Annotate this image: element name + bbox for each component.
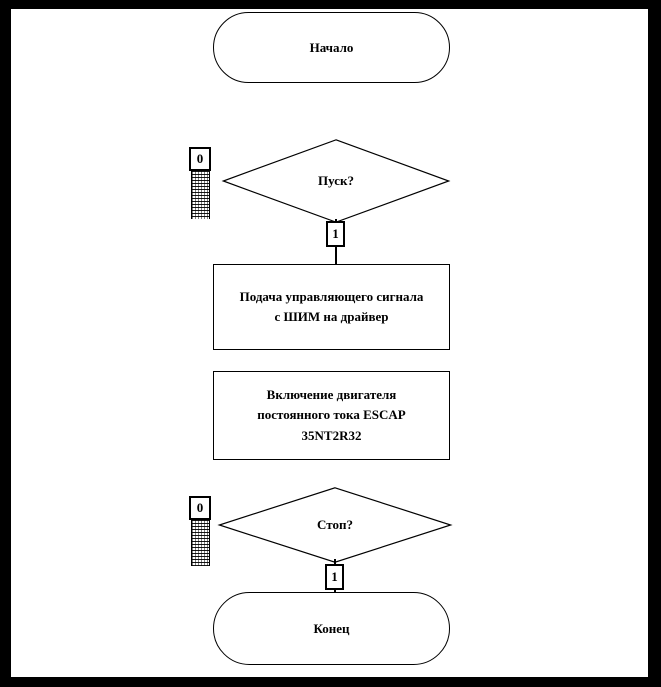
branch-1-label: 1 (332, 226, 339, 241)
branch-0-label: 0 (196, 500, 204, 515)
decision-stop: Стоп? (217, 487, 453, 563)
decision-pusk-branch-1: 1 (326, 221, 345, 247)
decision-pusk-branch-0-stub (191, 171, 210, 219)
start-label: Начало (309, 39, 354, 55)
decision-stop-branch-1: 1 (325, 564, 344, 590)
start-terminator: Начало (213, 12, 450, 83)
decision-stop-branch-0: 0 (189, 496, 211, 520)
process-pwm-line1: Подача управляющего сигнала (239, 288, 424, 304)
process-motor-line2: постоянного тока ESCAP (257, 407, 406, 423)
decision-pusk: Пуск? (221, 139, 451, 223)
process-pwm-signal: Подача управляющего сигнала с ШИМ на дра… (213, 264, 450, 350)
process-motor-line3: 35NT2R32 (301, 427, 362, 443)
end-label: Конец (313, 620, 350, 636)
process-motor-line1: Включение двигателя (266, 387, 397, 403)
decision-stop-branch-0-stub (191, 520, 210, 566)
branch-0-label: 0 (196, 151, 204, 166)
end-terminator: Конец (213, 592, 450, 665)
flowchart-canvas: Начало Пуск? 0 1 Подача управляющего сиг… (10, 8, 649, 678)
branch-1-label: 1 (331, 569, 338, 584)
process-pwm-line2: с ШИМ на драйвер (274, 309, 389, 324)
decision-pusk-label: Пуск? (318, 173, 354, 188)
decision-pusk-branch-0: 0 (189, 147, 211, 171)
decision-stop-label: Стоп? (317, 517, 353, 532)
process-motor-on: Включение двигателя постоянного тока ESC… (213, 371, 450, 460)
